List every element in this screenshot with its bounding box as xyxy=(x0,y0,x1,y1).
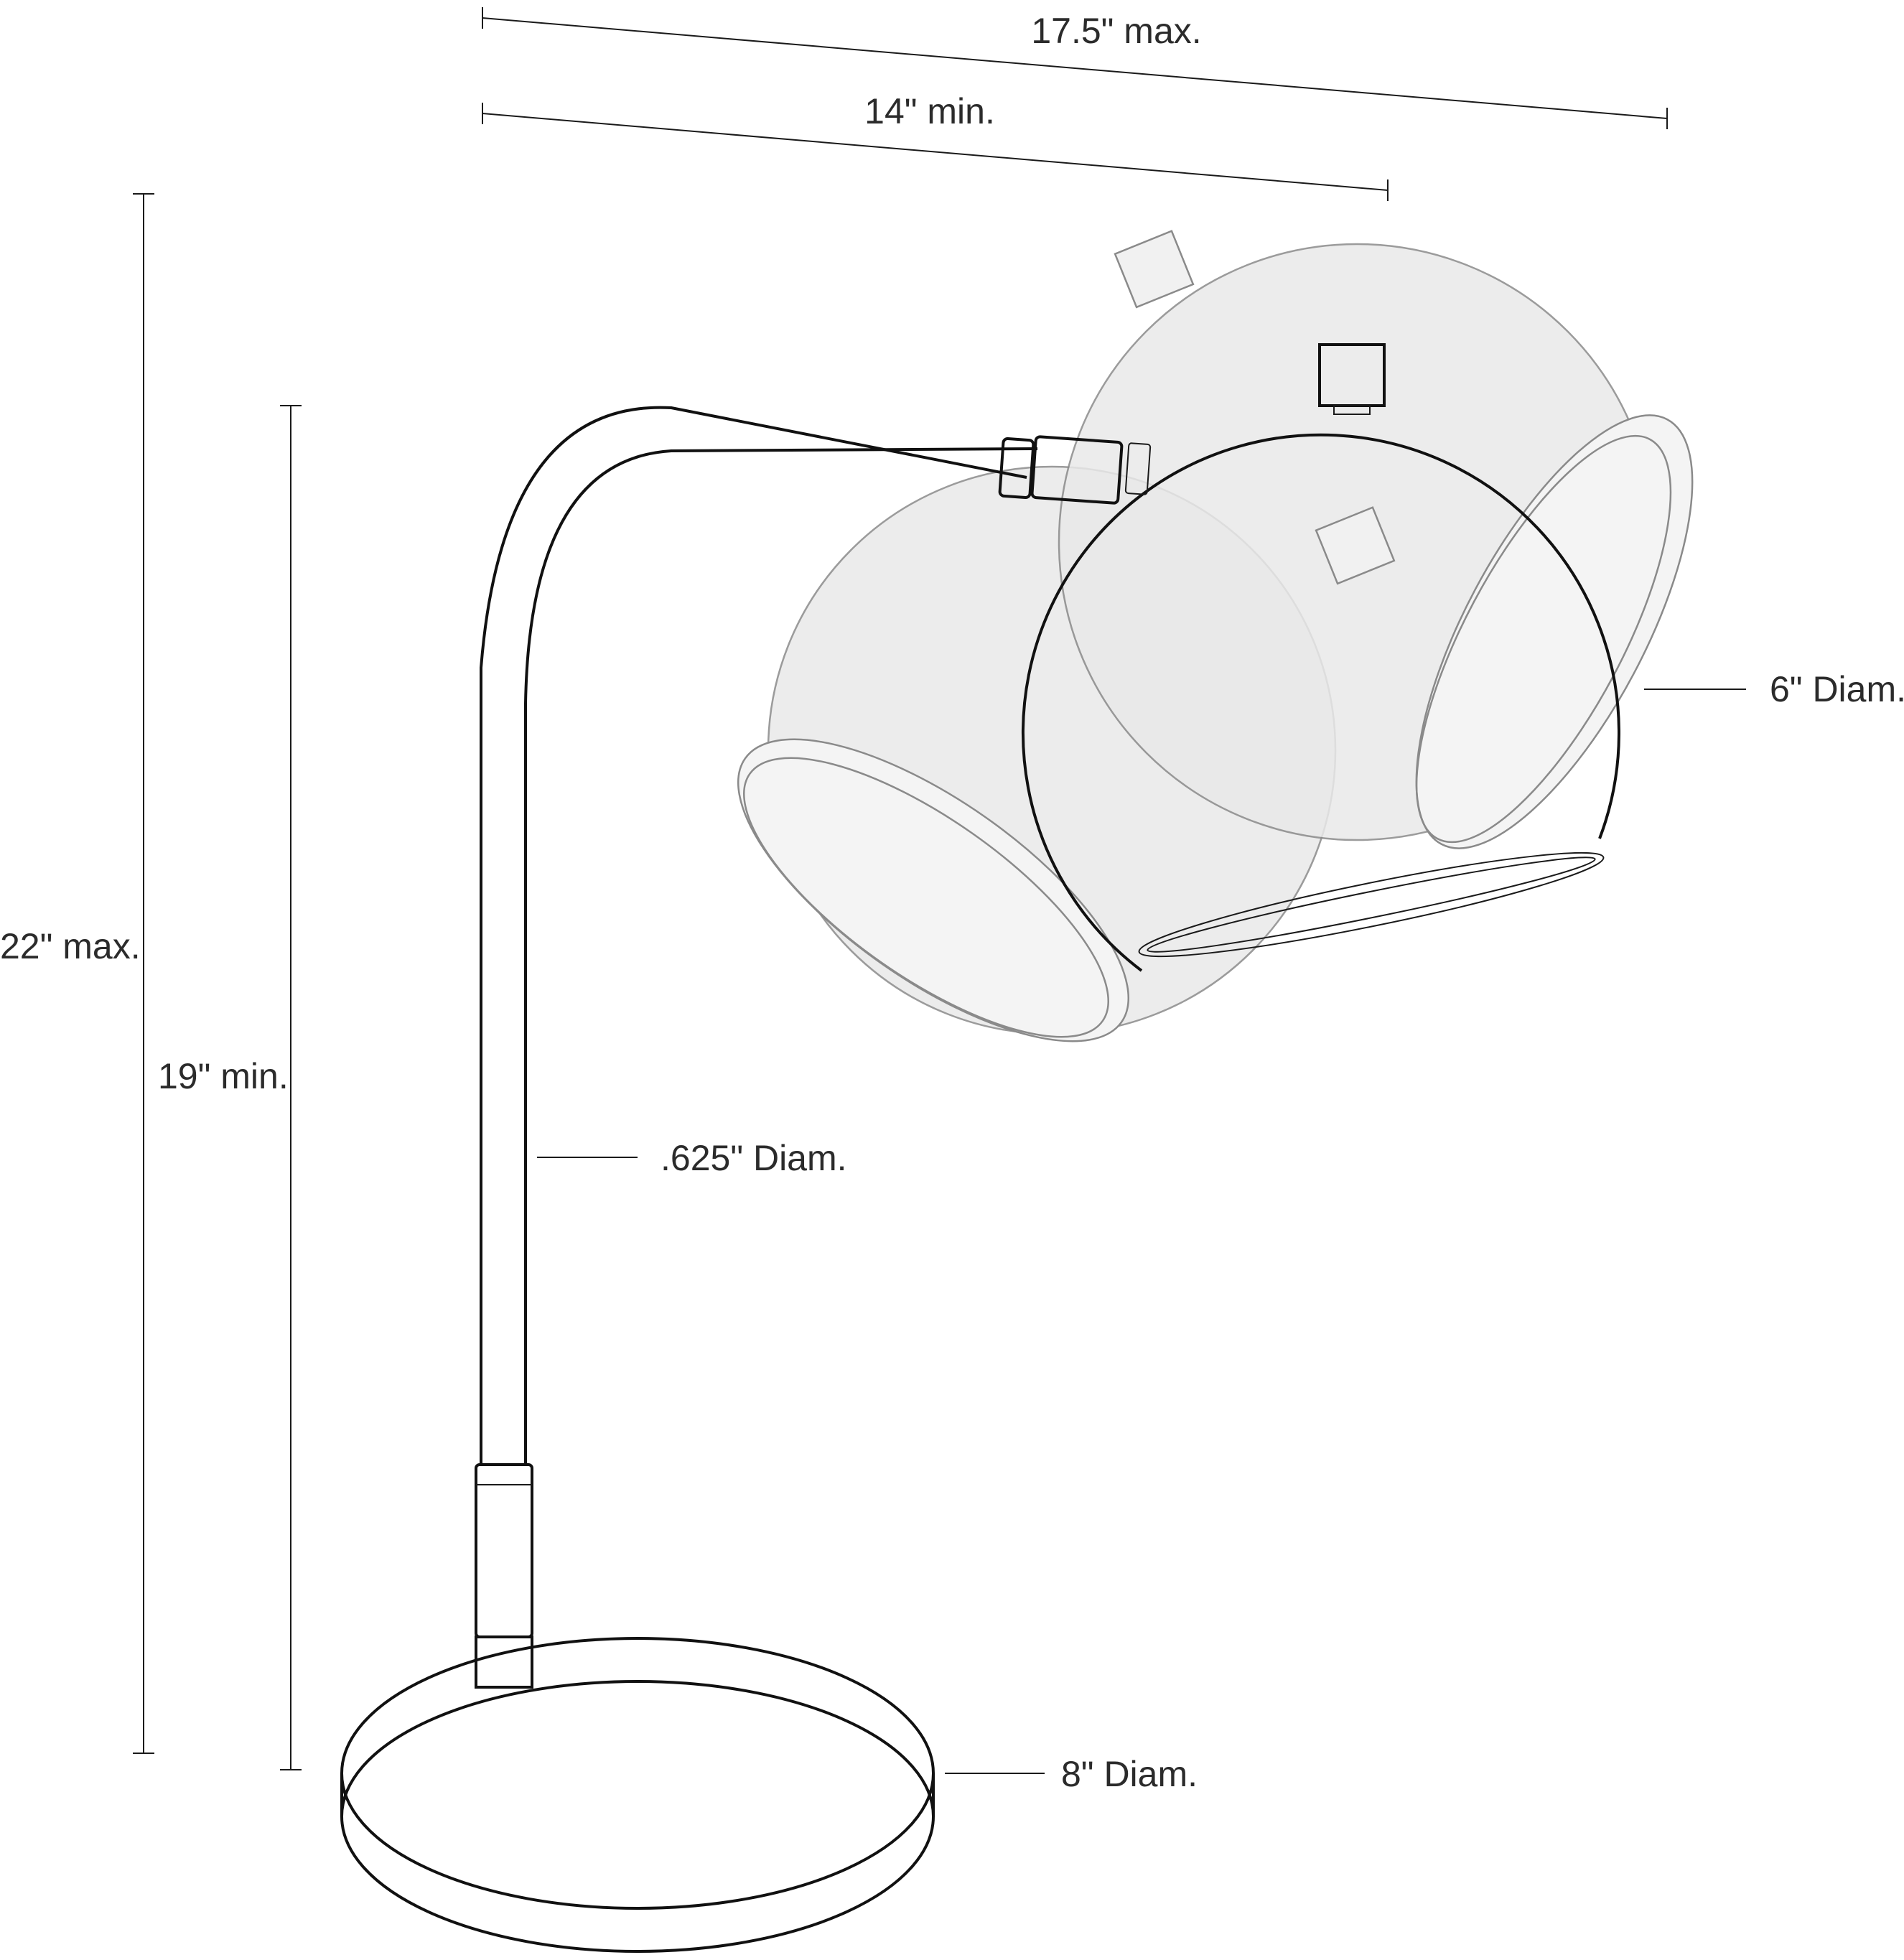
lamp-arm xyxy=(480,406,1038,1465)
lamp-base xyxy=(340,1635,935,1953)
label-shade-diameter: 6" Diam. xyxy=(1770,669,1904,709)
ghost-shade-upper xyxy=(1058,230,1694,849)
label-width-max: 17.5" max. xyxy=(1031,11,1201,51)
main-shade xyxy=(1022,343,1620,972)
label-height-min: 19" min. xyxy=(158,1056,289,1096)
dim-width-max xyxy=(482,7,1668,129)
label-width-min: 14" min. xyxy=(864,91,995,131)
label-stem-diameter: .625" Diam. xyxy=(661,1138,847,1178)
label-base-diameter: 8" Diam. xyxy=(1061,1754,1198,1794)
stem-collar xyxy=(475,1463,533,1638)
dim-height-max xyxy=(133,193,154,1754)
swivel-joint xyxy=(998,435,1152,505)
label-height-max: 22" max. xyxy=(0,926,141,966)
dim-height-min xyxy=(280,405,302,1770)
dim-width-min xyxy=(482,103,1389,201)
